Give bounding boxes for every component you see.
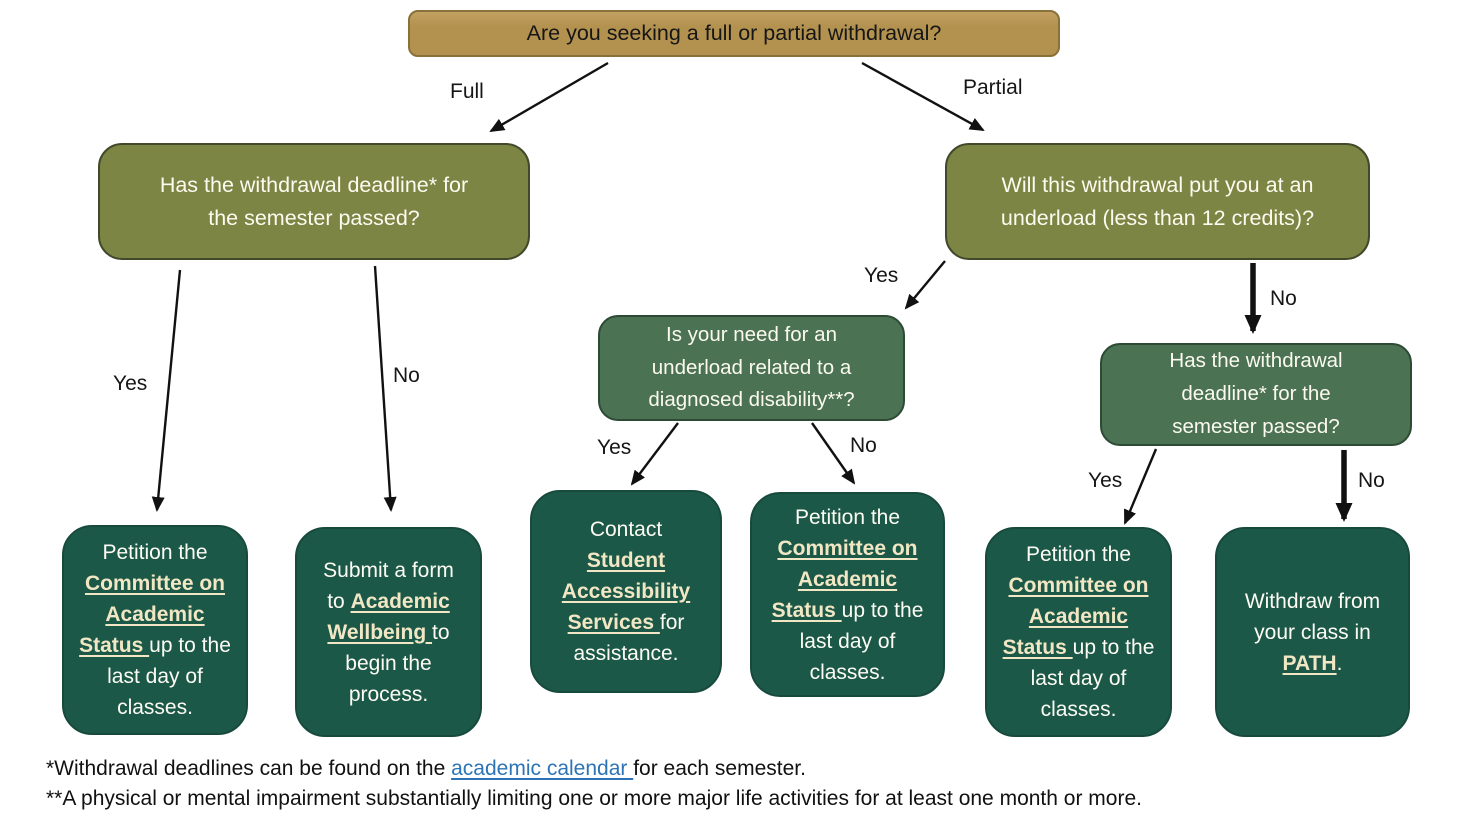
arrow-mid-no [811,422,856,485]
outcome-segment: up to the last day of classes. [1030,636,1155,721]
outcome-text: Submit a form to Academic Wellbeing to b… [321,555,456,710]
node-outcome-petition-cas-1: Petition the Committee on Academic Statu… [62,525,248,735]
question-text: Has the withdrawal deadline* for the sem… [159,173,469,230]
outcome-segment: Petition the [794,505,901,529]
node-outcome-petition-cas-3: Petition the Committee on Academic Statu… [985,527,1172,737]
root-question-text: Are you seeking a full or partial withdr… [526,21,942,45]
label-right-no: No [1358,469,1385,492]
outcome-segment: up to the last day of classes. [799,598,924,684]
node-question-deadline-partial: Has the withdrawal deadline* for the sem… [1100,343,1412,446]
label-right-yes: Yes [1088,469,1123,492]
outcome-segment: up to the last day of classes. [107,634,231,719]
node-root-question: Are you seeking a full or partial withdr… [408,10,1060,57]
label-mid-no: No [850,434,877,457]
label-entry-yes: Yes [864,264,899,287]
outcome-text: Petition the Committee on Academic Statu… [999,539,1158,725]
outcome-text: Petition the Committee on Academic Statu… [766,502,929,688]
node-outcome-academic-wellbeing: Submit a form to Academic Wellbeing to b… [295,527,482,737]
arrow-mid-yes [630,422,679,486]
outcome-segment: for assistance. [573,611,685,665]
committee-on-academic-status-link[interactable]: Committee on Academic Status [79,572,225,657]
question-text: Has the withdrawal deadline* for the sem… [1169,349,1343,438]
outcome-segment: Petition the [102,541,208,564]
node-outcome-accessibility-services: Contact Student Accessibility Services f… [530,490,722,693]
footnote-withdrawal-deadlines: *Withdrawal deadlines can be found on th… [46,754,1142,784]
committee-on-academic-status-link[interactable]: Committee on Academic Status [1002,574,1149,659]
question-text: Is your need for an underload related to… [648,322,855,412]
arrow-entry-yes [904,260,946,310]
path-link[interactable]: PATH [1282,651,1337,675]
outcome-text: Contact Student Accessibility Services f… [552,514,700,669]
outcome-segment: to begin the process. [345,620,450,706]
outcome-text: Withdraw from your class in PATH. [1239,586,1386,679]
outcome-segment: Submit a form to [323,558,454,613]
node-question-disability: Is your need for an underload related to… [598,315,905,421]
academic-wellbeing-link[interactable]: Academic Wellbeing [327,589,450,644]
arrow-left-yes [151,269,182,512]
outcome-segment: Withdraw from your class in [1244,589,1381,644]
arrow-left-no [373,265,397,512]
footnotes: *Withdrawal deadlines can be found on th… [46,754,1142,814]
node-question-deadline-full: Has the withdrawal deadline* for the sem… [98,143,530,260]
arrow-right-yes [1123,448,1158,525]
label-mid-yes: Yes [597,436,632,459]
footnote-segment: for each semester. [633,757,806,780]
label-entry-no: No [1270,287,1297,310]
label-left-yes: Yes [113,372,148,395]
student-accessibility-services-link[interactable]: Student Accessibility Services [561,549,691,634]
node-outcome-petition-cas-2: Petition the Committee on Academic Statu… [750,492,945,697]
outcome-segment: Petition the [1025,543,1132,566]
footnote-impairment-definition: **A physical or mental impairment substa… [46,787,1142,810]
question-text: Will this withdrawal put you at an under… [1000,173,1315,230]
outcome-text: Petition the Committee on Academic Statu… [76,537,234,723]
arrow-full [489,61,609,133]
academic-calendar-link[interactable]: academic calendar [451,757,634,780]
outcome-segment: Contact [589,518,663,541]
label-left-no: No [393,364,420,387]
outcome-segment: . [1336,651,1343,675]
node-question-underload: Will this withdrawal put you at an under… [945,143,1370,260]
label-full: Full [450,80,484,103]
committee-on-academic-status-link[interactable]: Committee on Academic Status [771,536,918,622]
label-partial: Partial [963,76,1023,99]
footnote-segment: *Withdrawal deadlines can be found on th… [46,757,452,780]
arrow-partial [861,61,985,132]
node-outcome-withdraw-path: Withdraw from your class in PATH. [1215,527,1410,737]
